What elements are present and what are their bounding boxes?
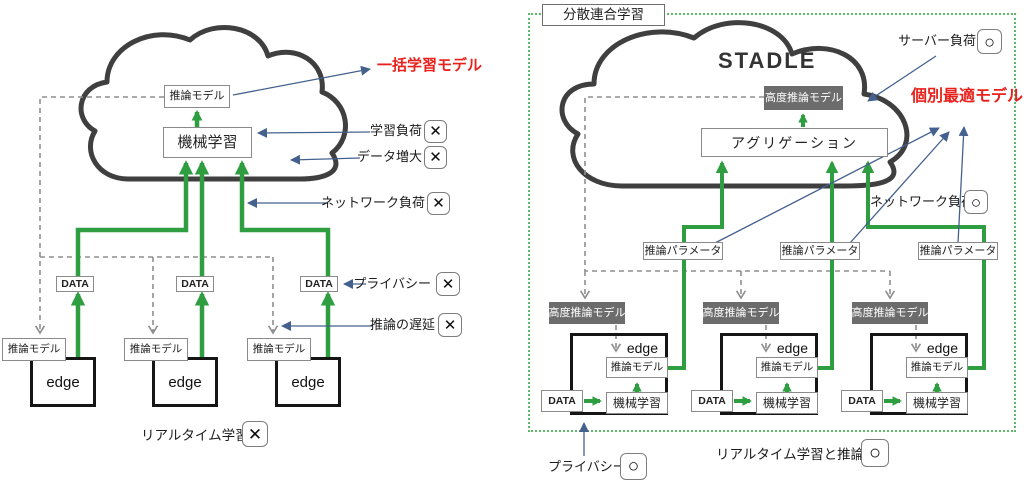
edge-inference-model-box: 推論モデル: [756, 357, 818, 378]
edge-advanced-model-label: 高度推論モデル: [702, 306, 780, 319]
edge-inference-model-label: 推論モデル: [610, 361, 664, 374]
data-label: DATA: [181, 277, 209, 290]
edge-device-label: edge: [776, 340, 808, 356]
right-diagram-title-box: 分散連合学習: [542, 4, 665, 26]
right-diagram-title: 分散連合学習: [563, 7, 644, 23]
edge-inference-model-label: 推論モデル: [7, 343, 61, 356]
inference-parameter-label: 推論パラメータ: [919, 244, 997, 257]
edge-machine-learning-box: 機械学習: [606, 392, 668, 414]
edge-device-label: edge: [926, 340, 958, 356]
edge-advanced-model-box: 高度推論モデル: [702, 302, 780, 324]
edge-machine-learning-box: 機械学習: [756, 392, 818, 414]
edge-machine-learning-box: 機械学習: [906, 392, 968, 414]
inference-parameter-box: 推論パラメータ: [780, 242, 860, 260]
edge-inference-model-box: 推論モデル: [247, 338, 311, 361]
annotation-data-growth-label: データ増大: [356, 149, 422, 164]
cross-icon: ✕: [436, 272, 460, 296]
data-label: DATA: [698, 394, 726, 407]
circle-icon: ○: [861, 439, 889, 467]
cross-icon: ✕: [438, 313, 462, 337]
annotation-privacy-label: プライバシー: [548, 459, 626, 474]
edge-machine-learning-label: 機械学習: [912, 396, 961, 410]
edge-advanced-model-label: 高度推論モデル: [851, 306, 929, 319]
left-cloud-inference-model-label: 推論モデル: [169, 90, 225, 102]
data-label: DATA: [305, 277, 333, 290]
right-diagram-dotted-border: [528, 13, 1016, 432]
annotation-learning-load-label: 学習負荷: [369, 123, 422, 138]
stadle-brand-label: STADLE: [718, 48, 817, 73]
annotation-realtime-learning-label: リアルタイム学習: [141, 428, 249, 443]
data-box: DATA: [176, 276, 214, 292]
data-box: DATA: [56, 276, 94, 292]
inference-parameter-box: 推論パラメータ: [918, 242, 998, 260]
edge-device-box: edge: [275, 357, 341, 407]
cloud-advanced-model-label: 高度推論モデル: [765, 91, 842, 104]
right-dashed-distribution-lines: [579, 96, 922, 353]
circle-icon: ○: [964, 190, 988, 214]
edge-inference-model-label: 推論モデル: [760, 361, 814, 374]
annotation-inference-delay-label: 推論の遅延: [369, 317, 435, 332]
cross-icon: ✕: [242, 421, 268, 447]
data-label: DATA: [548, 394, 576, 407]
aggregation-label: アグリゲーション: [730, 134, 859, 151]
circle-icon: ○: [977, 29, 1002, 54]
inference-parameter-label: 推論パラメータ: [781, 244, 859, 257]
edge-device-box: edge: [30, 357, 96, 407]
annotation-arrows: [232, 55, 969, 456]
inference-parameter-label: 推論パラメータ: [644, 244, 722, 257]
annotation-network-load-label: ネットワーク負荷: [870, 194, 975, 209]
aggregation-box: アグリゲーション: [701, 128, 888, 157]
annotation-privacy-label: プライバシー: [353, 276, 431, 291]
data-box: DATA: [300, 276, 338, 292]
edge-device-label: edge: [46, 373, 80, 391]
data-box: DATA: [541, 390, 583, 412]
data-label: DATA: [848, 394, 876, 407]
annotation-realtime-learning-inference-label: リアルタイム学習と推論: [716, 447, 865, 462]
edge-device-label: edge: [626, 340, 658, 356]
cross-icon: ✕: [427, 192, 450, 215]
edge-device-label: edge: [168, 373, 202, 391]
cross-icon: ✕: [424, 146, 447, 169]
edge-machine-learning-label: 機械学習: [762, 396, 811, 410]
right-green-parameter-lines: [584, 113, 986, 406]
left-highlight-batch-model-label: 一括学習モデル: [377, 57, 483, 74]
data-label: DATA: [61, 277, 89, 290]
cross-icon: ✕: [424, 120, 447, 143]
edge-device-label: edge: [291, 373, 325, 391]
left-cloud-machine-learning-label: 機械学習: [177, 134, 238, 151]
edge-inference-model-label: 推論モデル: [129, 343, 183, 356]
edge-inference-model-label: 推論モデル: [910, 361, 964, 374]
edge-machine-learning-label: 機械学習: [612, 396, 661, 410]
inference-parameter-box: 推論パラメータ: [643, 242, 723, 260]
edge-inference-model-box: 推論モデル: [2, 338, 66, 361]
edge-inference-model-box: 推論モデル: [906, 357, 968, 378]
annotation-network-load-label: ネットワーク負荷: [320, 195, 425, 210]
cloud-advanced-model-box: 高度推論モデル: [764, 86, 843, 110]
edge-inference-model-box: 推論モデル: [606, 357, 668, 378]
right-highlight-individual-model-label: 個別最適モデル: [911, 88, 1024, 105]
data-box: DATA: [691, 390, 733, 412]
left-cloud-inference-model-box: 推論モデル: [164, 85, 230, 108]
edge-advanced-model-box: 高度推論モデル: [548, 302, 626, 324]
left-green-data-lines: [70, 109, 336, 357]
data-box: DATA: [841, 390, 883, 412]
edge-advanced-model-box: 高度推論モデル: [851, 302, 929, 324]
circle-icon: ○: [620, 453, 647, 480]
left-cloud-machine-learning-box: 機械学習: [163, 127, 252, 158]
edge-device-box: edge: [152, 357, 218, 407]
annotation-server-load-label: サーバー負荷: [898, 33, 976, 48]
edge-inference-model-box: 推論モデル: [124, 338, 188, 361]
edge-advanced-model-label: 高度推論モデル: [548, 306, 626, 319]
edge-inference-model-label: 推論モデル: [252, 343, 306, 356]
